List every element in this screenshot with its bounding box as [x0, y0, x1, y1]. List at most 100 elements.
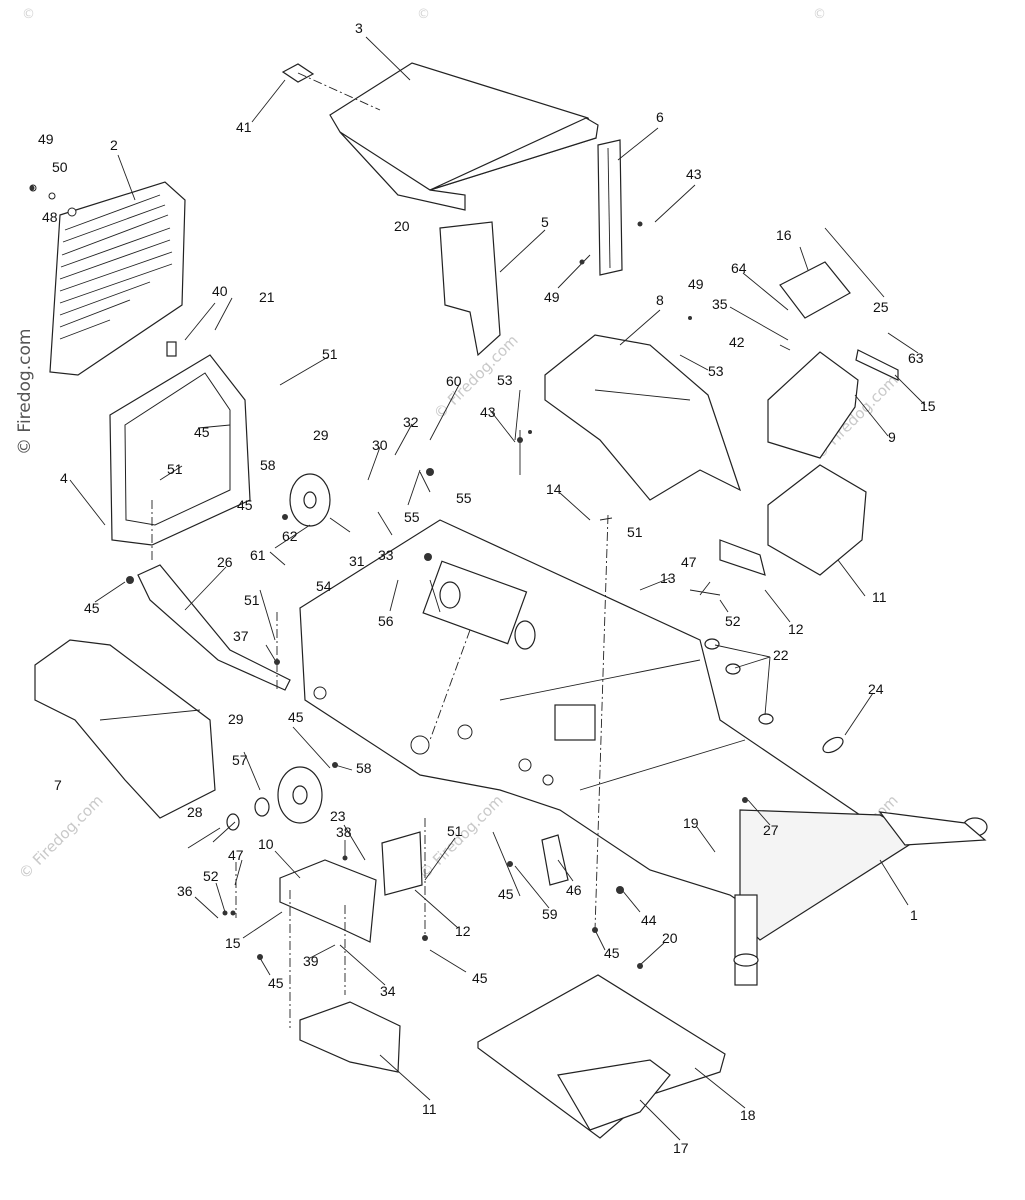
callout-8: 8 — [656, 292, 664, 308]
callout-42: 42 — [729, 334, 745, 350]
callout-47: 47 — [681, 554, 697, 570]
callout-46: 46 — [566, 882, 582, 898]
callout-45: 45 — [604, 945, 620, 961]
callout-45: 45 — [84, 600, 100, 616]
watermark-corner-mark-3: © — [813, 7, 826, 22]
part-main-chassis — [299, 519, 988, 986]
part-floor-pan — [477, 974, 726, 1139]
callout-58: 58 — [356, 760, 372, 776]
callout-51: 51 — [167, 461, 183, 477]
watermark-diagonal-text-3: © Firedog.com — [15, 791, 107, 883]
callout-53: 53 — [497, 372, 513, 388]
callout-62: 62 — [282, 528, 298, 544]
callout-16: 16 — [776, 227, 792, 243]
callout-23: 23 — [330, 808, 346, 824]
callout-58: 58 — [260, 457, 276, 473]
callout-55: 55 — [404, 509, 420, 525]
callout-40: 40 — [212, 283, 228, 299]
part-lower-box — [279, 831, 569, 1073]
watermark-corner-mark-2: © — [417, 7, 430, 22]
callout-45: 45 — [237, 497, 253, 513]
callout-20: 20 — [394, 218, 410, 234]
callout-1: 1 — [910, 907, 918, 923]
hardware-fasteners — [29, 185, 748, 969]
callout-11: 11 — [872, 589, 887, 605]
callout-35: 35 — [712, 296, 728, 312]
callout-21: 21 — [259, 289, 275, 305]
callout-51: 51 — [447, 823, 463, 839]
callout-18: 18 — [740, 1107, 756, 1123]
callout-49: 49 — [38, 131, 54, 147]
callout-3: 3 — [355, 20, 363, 36]
callout-29: 29 — [313, 427, 329, 443]
callout-64: 64 — [731, 260, 747, 276]
part-brackets-5-6 — [439, 139, 623, 357]
callout-55: 55 — [456, 490, 472, 506]
callout-31: 31 — [349, 553, 365, 569]
callout-48: 48 — [42, 209, 58, 225]
watermark-vertical-text: © Firedog.com — [15, 329, 35, 455]
callout-41: 41 — [236, 119, 252, 135]
callout-52: 52 — [725, 613, 741, 629]
callout-61: 61 — [250, 547, 266, 563]
callout-24: 24 — [868, 681, 884, 697]
callout-38: 38 — [336, 824, 352, 840]
callout-13: 13 — [660, 570, 676, 586]
callout-44: 44 — [641, 912, 657, 928]
callout-25: 25 — [873, 299, 889, 315]
callout-52: 52 — [203, 868, 219, 884]
callout-labels: 3 41 49 50 2 48 6 43 20 5 49 16 64 25 40… — [38, 20, 936, 1156]
callout-63: 63 — [908, 350, 924, 366]
callout-11: 11 — [422, 1101, 437, 1117]
callout-56: 56 — [378, 613, 394, 629]
callout-54: 54 — [316, 578, 332, 594]
callout-7: 7 — [54, 777, 62, 793]
callout-45: 45 — [472, 970, 488, 986]
callout-4: 4 — [60, 470, 68, 486]
watermark-corner-mark-1: © — [22, 7, 35, 22]
callout-12: 12 — [455, 923, 471, 939]
callout-36: 36 — [177, 883, 193, 899]
callout-20: 20 — [662, 930, 678, 946]
leader-lines — [69, 36, 926, 1141]
callout-51: 51 — [244, 592, 260, 608]
callout-45: 45 — [288, 709, 304, 725]
callout-43: 43 — [480, 404, 496, 420]
callout-53: 53 — [708, 363, 724, 379]
callout-43: 43 — [686, 166, 702, 182]
callout-6: 6 — [656, 109, 664, 125]
callout-51: 51 — [322, 346, 338, 362]
callout-5: 5 — [541, 214, 549, 230]
part-right-boxes — [719, 261, 899, 576]
callout-19: 19 — [683, 815, 699, 831]
callout-60: 60 — [446, 373, 462, 389]
callout-2: 2 — [110, 137, 118, 153]
callout-15: 15 — [225, 935, 241, 951]
part-hood-cover — [281, 62, 599, 211]
callout-29: 29 — [228, 711, 244, 727]
part-front-frame — [109, 354, 251, 546]
callout-30: 30 — [372, 437, 388, 453]
callout-14: 14 — [546, 481, 562, 497]
callout-27: 27 — [763, 822, 779, 838]
callout-49: 49 — [688, 276, 704, 292]
callout-17: 17 — [673, 1140, 689, 1156]
callout-51: 51 — [627, 524, 643, 540]
callout-32: 32 — [403, 414, 419, 430]
callout-22: 22 — [773, 647, 789, 663]
part-fenders — [34, 334, 742, 819]
callout-50: 50 — [52, 159, 68, 175]
callout-9: 9 — [888, 429, 896, 445]
callout-37: 37 — [233, 628, 249, 644]
callout-26: 26 — [217, 554, 233, 570]
callout-57: 57 — [232, 752, 248, 768]
callout-12: 12 — [788, 621, 804, 637]
callout-33: 33 — [378, 547, 394, 563]
callout-49: 49 — [544, 289, 560, 305]
callout-45: 45 — [268, 975, 284, 991]
part-grommets — [704, 638, 844, 754]
callout-45: 45 — [194, 424, 210, 440]
callout-10: 10 — [258, 836, 274, 852]
callout-28: 28 — [187, 804, 203, 820]
